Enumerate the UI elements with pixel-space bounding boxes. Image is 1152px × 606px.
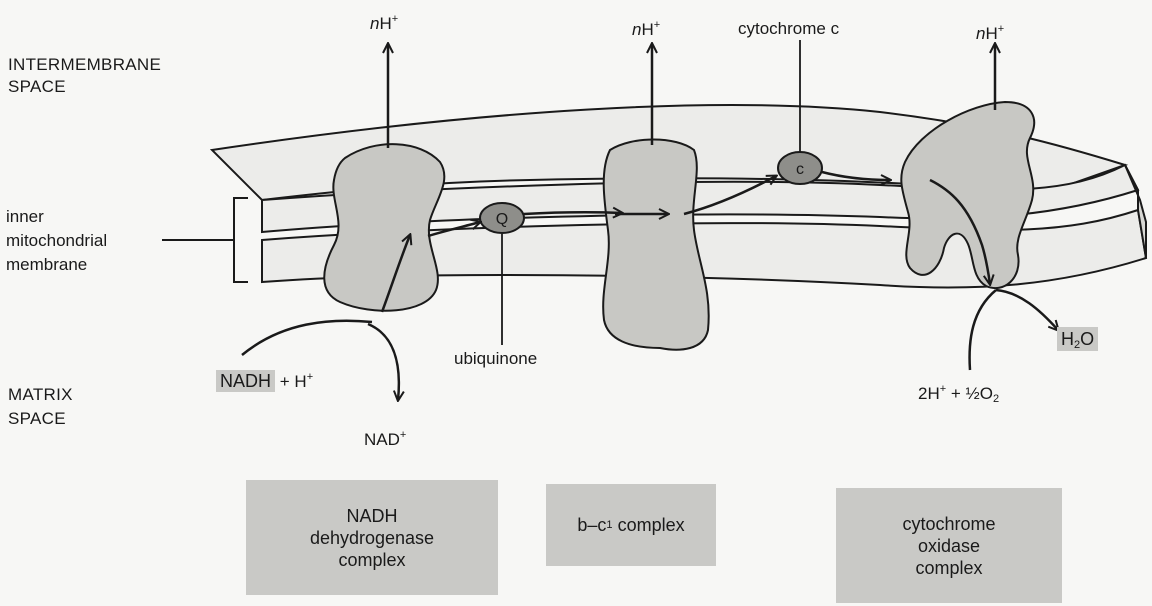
proton-plus: +: [392, 13, 398, 25]
bc1-complex-protein: [603, 140, 709, 350]
bc1-sub: 1: [606, 514, 612, 536]
cytochrome-c-oval: c: [778, 152, 822, 184]
oxygen-sub: 2: [993, 393, 999, 405]
nadh-box: NADH: [216, 370, 275, 392]
cytochrome-c-symbol: c: [796, 161, 804, 178]
arrow-into-complex-1: [242, 321, 372, 355]
proton-h: H: [379, 14, 391, 33]
nadh-dehydrogenase-complex-box: NADH dehydrogenase complex: [246, 480, 498, 595]
proton-label-1: nH+: [370, 8, 398, 35]
cytochrome-oxidase-line1: cytochrome: [902, 513, 995, 535]
proton-h: H: [641, 20, 653, 39]
oxygen-label: 2H+ + ½O2: [918, 378, 999, 410]
nadh-h-label: NADH + H+: [216, 366, 313, 393]
arrow-oxygen-in: [970, 290, 996, 370]
arrow-to-water: [996, 290, 1058, 330]
oxygen-mid: + ½O: [951, 384, 993, 403]
ubiquinone-symbol: Q: [496, 211, 508, 228]
intermembrane-space-label-2: SPACE: [8, 76, 66, 98]
inner-membrane-label-1: inner: [6, 206, 44, 228]
proton-h: H: [985, 24, 997, 43]
oxygen-plus: +: [940, 383, 946, 395]
nad-text: NAD: [364, 430, 400, 449]
nadh-h-suffix: + H: [280, 372, 307, 391]
cytochrome-oxidase-complex-box: cytochrome oxidase complex: [836, 488, 1062, 603]
nadh-dehydrogenase-line2: dehydrogenase: [310, 527, 434, 549]
inner-membrane-label-3: membrane: [6, 254, 87, 276]
cytochrome-oxidase-line2: oxidase: [918, 535, 980, 557]
proton-label-3: nH+: [976, 18, 1004, 45]
nadh-dehydrogenase-line1: NADH: [346, 505, 397, 527]
bc1-prefix: b–c: [577, 514, 606, 536]
water-h: H: [1061, 329, 1074, 349]
inner-membrane-label-2: mitochondrial: [6, 230, 107, 252]
ubiquinone-oval: Q: [480, 203, 524, 233]
membrane-bracket: [162, 198, 248, 282]
bc1-suffix: complex: [618, 514, 685, 536]
nadh-dehydrogenase-protein: [324, 144, 444, 311]
nadh-dehydrogenase-line3: complex: [338, 549, 405, 571]
matrix-space-label-2: SPACE: [8, 408, 66, 430]
oxygen-prefix: 2H: [918, 384, 940, 403]
matrix-space-label-1: MATRIX: [8, 384, 73, 406]
water-o: O: [1080, 329, 1094, 349]
proton-label-2: nH+: [632, 14, 660, 41]
nad-plus-label: NAD+: [364, 424, 406, 451]
nad-plus-sign: +: [400, 429, 406, 441]
proton-plus: +: [654, 19, 660, 31]
water-box: H2O: [1057, 327, 1098, 351]
cytochrome-c-label: cytochrome c: [738, 18, 839, 40]
arrow-nad-out: [368, 324, 399, 400]
nadh-h-plus: +: [307, 371, 313, 383]
cytochrome-oxidase-line3: complex: [915, 557, 982, 579]
intermembrane-space-label-1: INTERMEMBRANE: [8, 54, 161, 76]
ubiquinone-label: ubiquinone: [454, 348, 537, 370]
proton-plus: +: [998, 23, 1004, 35]
